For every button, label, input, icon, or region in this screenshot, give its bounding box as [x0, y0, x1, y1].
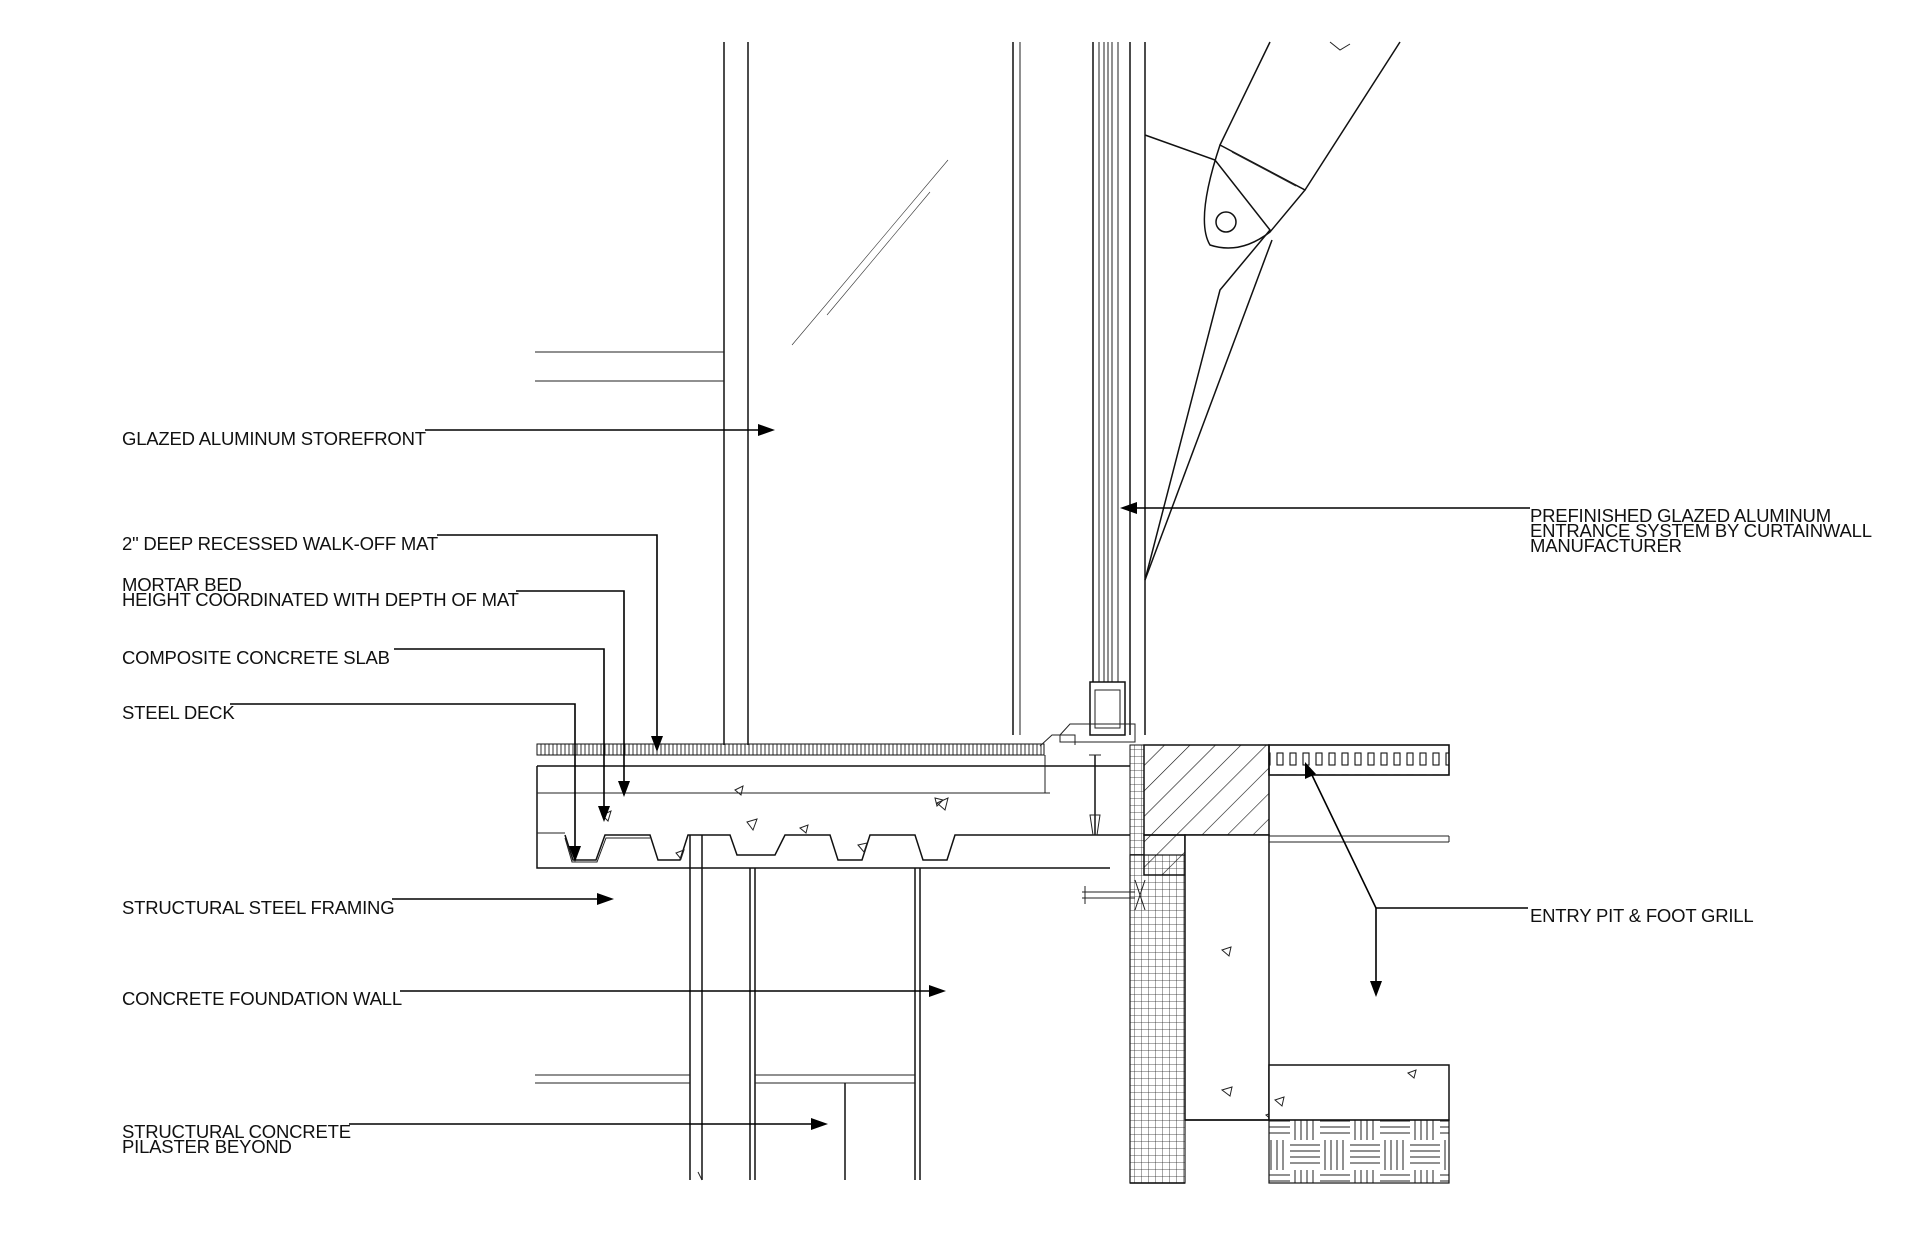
composite-concrete-slab: [536, 754, 1130, 869]
label-steel-framing: STRUCTURAL STEEL FRAMING: [122, 897, 394, 918]
label-entrance-system-line3: MANUFACTURER: [1530, 535, 1682, 556]
label-foundation-wall: CONCRETE FOUNDATION WALL: [122, 988, 402, 1009]
label-pilaster: STRUCTURAL CONCRETE: [122, 1121, 351, 1142]
entrance-system-frame: [1012, 42, 1146, 743]
label-pilaster-beyond: PILASTER BEYOND: [122, 1136, 292, 1157]
label-steel-deck: STEEL DECK: [122, 702, 235, 723]
structural-steel-framing: [535, 835, 921, 1181]
label-walkoff-mat: 2" DEEP RECESSED WALK-OFF MAT: [122, 533, 438, 554]
annotation-labels: GLAZED ALUMINUM STOREFRONT 2" DEEP RECES…: [122, 428, 1872, 1157]
label-mortar-bed: MORTAR BED: [122, 574, 242, 595]
canopy-strut: [1144, 41, 1401, 581]
glazed-storefront: [535, 42, 949, 745]
label-entrance-system: PREFINISHED GLAZED ALUMINUM: [1530, 505, 1831, 526]
concrete-foundation-wall: [1082, 744, 1275, 1184]
label-storefront: GLAZED ALUMINUM STOREFRONT: [122, 428, 426, 449]
label-mortar-bed-detail: HEIGHT COORDINATED WITH DEPTH OF MAT: [122, 589, 519, 610]
entry-pit: [1268, 744, 1450, 1184]
label-entrance-system-line2: ENTRANCE SYSTEM BY CURTAINWALL: [1530, 520, 1872, 541]
label-entry-pit: ENTRY PIT & FOOT GRILL: [1530, 905, 1754, 926]
label-composite-slab: COMPOSITE CONCRETE SLAB: [122, 647, 390, 668]
walk-off-mat: [536, 734, 1076, 756]
annotation-leaders: [230, 424, 1530, 1130]
